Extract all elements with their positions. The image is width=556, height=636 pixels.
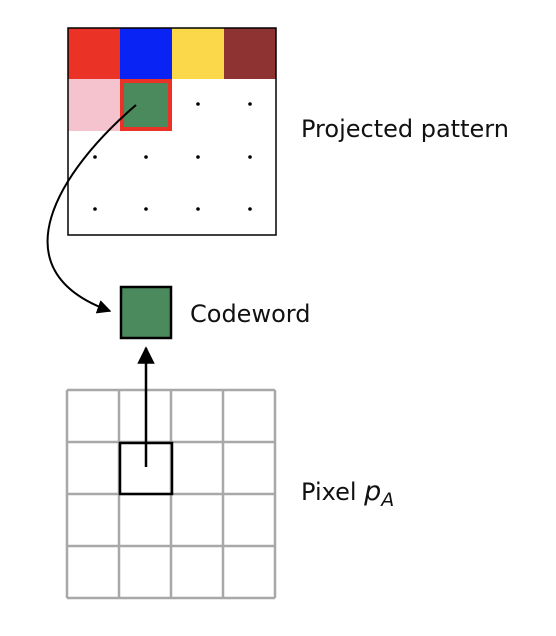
pattern-dot [144,155,148,159]
pattern-dot [93,155,97,159]
pattern-cell-r2c2 [122,81,170,129]
pattern-cell-r1c4 [224,28,276,79]
pattern-dot [196,155,200,159]
pattern-dot [248,155,252,159]
pattern-cell-r1c1 [68,28,120,79]
pixel-label-symbol: p [363,476,381,507]
pattern-dot [248,207,252,211]
pattern-dots [93,102,252,211]
projected-pattern-grid [67,27,277,236]
codeword-label: Codeword [190,300,310,328]
codeword-square [119,285,173,340]
pixel-label: Pixel pA [301,476,394,511]
pattern-cell-r1c2 [120,28,172,79]
pattern-dot [248,102,252,106]
pixel-label-prefix: Pixel [301,478,364,506]
pattern-highlight-box [120,79,172,131]
pattern-border [67,27,277,236]
projected-pattern-label: Projected pattern [301,115,509,143]
curved-arrow [46,104,137,314]
pattern-dot [144,207,148,211]
pattern-dot [93,207,97,211]
pattern-cell-r1c3 [172,28,224,79]
pattern-dot [196,102,200,106]
pattern-cell-r2c1 [68,79,120,131]
pattern-dot [196,207,200,211]
pixel-label-subscript: A [379,489,394,511]
